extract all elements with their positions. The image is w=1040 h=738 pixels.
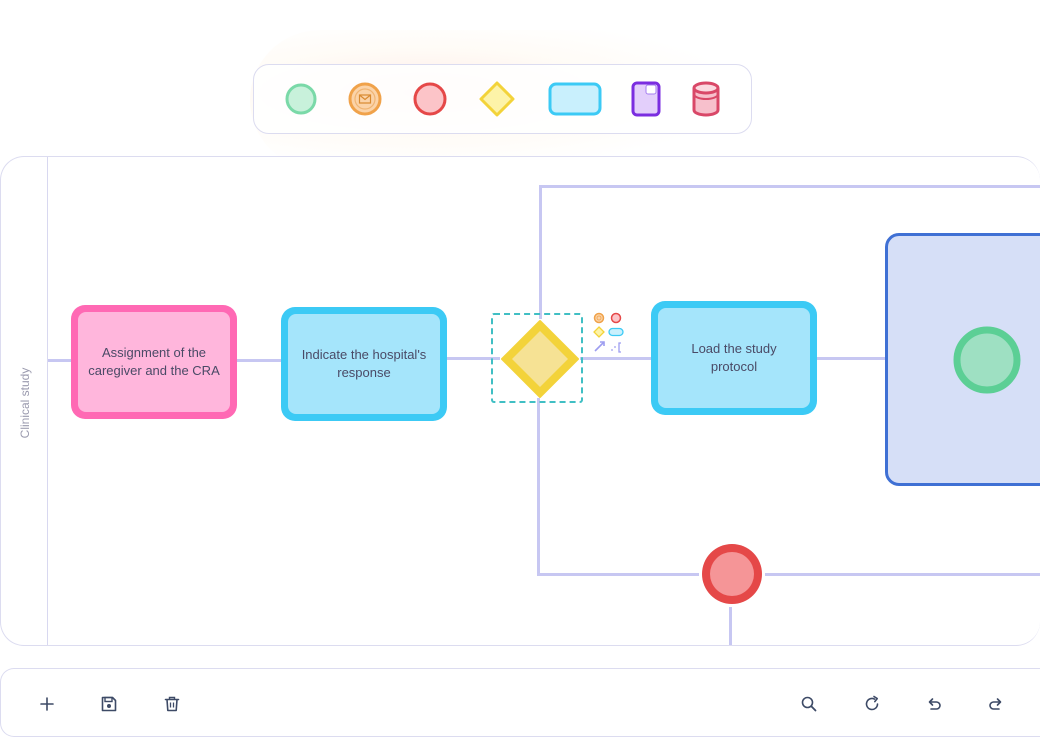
data-store-icon (692, 81, 720, 117)
connector (446, 357, 500, 360)
message-event-tool[interactable] (347, 65, 383, 133)
task-label: Indicate the hospital's response (301, 347, 427, 380)
task-tool[interactable] (548, 65, 602, 133)
trash-icon (164, 696, 180, 711)
data-object-icon (631, 81, 661, 117)
connector (539, 185, 542, 319)
message-event-icon (348, 82, 382, 116)
search-button[interactable] (789, 669, 829, 738)
connector (236, 359, 282, 362)
task-icon (548, 82, 602, 116)
task-indicate[interactable]: Indicate the hospital's response (281, 307, 447, 421)
gateway-tool[interactable] (479, 65, 515, 133)
connector (580, 357, 652, 360)
shape-palette (253, 64, 752, 134)
redo-button[interactable] (976, 669, 1016, 738)
redo-icon (989, 697, 1002, 710)
gateway-shape[interactable] (498, 317, 582, 401)
task-assignment[interactable]: Assignment of the caregiver and the CRA (71, 305, 237, 419)
connector (48, 359, 71, 362)
add-icon (40, 696, 54, 711)
refresh-button[interactable] (852, 669, 892, 738)
add-button[interactable] (27, 669, 67, 738)
connector (729, 607, 732, 645)
gateway-icon (479, 81, 515, 117)
connector (816, 357, 887, 360)
task-load[interactable]: Load the study protocol (651, 301, 817, 415)
subprocess-start-event[interactable] (951, 324, 1023, 396)
end-event-tool[interactable] (412, 65, 448, 133)
lane-divider (47, 157, 48, 645)
undo-button[interactable] (914, 669, 954, 738)
data-object-tool[interactable] (631, 65, 661, 133)
task-label: Load the study protocol (691, 341, 777, 374)
connector (537, 573, 699, 576)
end-event-icon (413, 82, 447, 116)
lane-label: Clinical study (18, 367, 32, 439)
start-event-icon (285, 83, 317, 115)
save-icon (101, 696, 117, 711)
task-label: Assignment of the caregiver and the CRA (88, 345, 220, 378)
refresh-icon (865, 695, 879, 710)
search-icon (801, 696, 817, 711)
connector (537, 398, 540, 576)
connector (765, 573, 1040, 576)
undo-icon (928, 697, 941, 710)
start-event-tool[interactable] (284, 65, 318, 133)
data-store-tool[interactable] (691, 65, 721, 133)
diagram-canvas[interactable]: Clinical study Assignment of the caregiv… (0, 156, 1040, 646)
end-event[interactable] (697, 539, 767, 609)
connector (539, 185, 1040, 188)
bottom-toolbar (0, 668, 1040, 737)
save-button[interactable] (89, 669, 129, 738)
context-pad[interactable] (591, 310, 625, 354)
delete-button[interactable] (152, 669, 192, 738)
selection-box (491, 313, 583, 403)
